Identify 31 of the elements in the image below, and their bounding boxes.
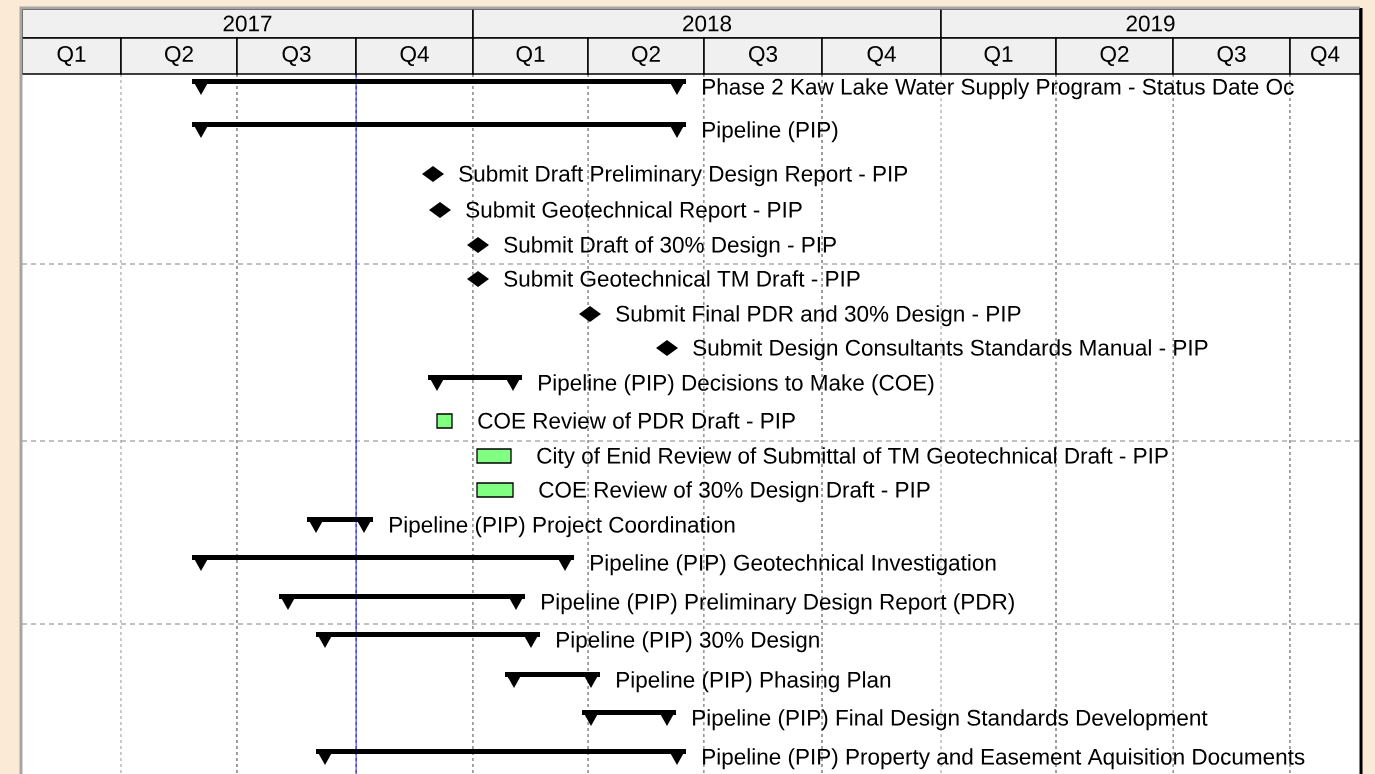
- task-label: Pipeline (PIP) Project Coordination: [390, 516, 735, 538]
- task-label: Submit Geotechnical Report - PIP: [466, 201, 802, 223]
- quarter-header: Q4: [1289, 37, 1361, 75]
- quarter-header: Q2: [1055, 37, 1174, 75]
- quarter-header: Q3: [236, 37, 357, 75]
- task-label: COE Review of PDR Draft - PIP: [478, 412, 795, 429]
- quarter-header: Q4: [355, 37, 474, 75]
- quarter-header: Q4: [821, 37, 942, 75]
- task-label: Pipeline (PIP) Geotechnical Investigation: [591, 554, 996, 576]
- quarter-header: Q1: [21, 37, 122, 75]
- task-label: Pipeline (PIP) Final Design Standards Development: [693, 709, 1208, 731]
- task-label: Submit Design Consultants Standards Manual - PIP: [693, 339, 1208, 361]
- quarter-header: Q3: [703, 37, 823, 75]
- task-label: Pipeline (PIP): [703, 121, 838, 143]
- task-label: Pipeline (PIP) Decisions to Make (COE): [539, 374, 934, 396]
- quarter-header: Q1: [940, 37, 1057, 75]
- task-label: City of Enid Review of Submittal of TM Geotechnical Draft - PIP: [537, 447, 1168, 469]
- task-label: Pipeline (PIP) 30% Design: [557, 631, 819, 653]
- task-label: Pipeline (PIP) Property and Easement Aquisition Documents: [703, 748, 1305, 770]
- task-label: COE Review of 30% Design Draft - PIP: [539, 481, 930, 503]
- quarter-header: Q2: [587, 37, 705, 75]
- quarter-header: Q3: [1172, 37, 1291, 75]
- task-label: Pipeline (PIP) Phasing Plan: [617, 671, 891, 693]
- quarter-header: Q2: [120, 37, 238, 75]
- quarter-header: Q1: [472, 37, 589, 75]
- task-label: Submit Draft of 30% Design - PIP: [504, 236, 836, 258]
- task-label: Submit Final PDR and 30% Design - PIP: [616, 305, 1021, 327]
- task-label: Submit Geotechnical TM Draft - PIP: [504, 270, 860, 287]
- task-label: Phase 2 Kaw Lake Water Supply Program - Status Date Oc: [703, 78, 1294, 100]
- task-label: Submit Draft Preliminary Design Report - PIP: [459, 165, 908, 187]
- task-label: Pipeline (PIP) Preliminary Design Report (PDR): [542, 593, 1014, 615]
